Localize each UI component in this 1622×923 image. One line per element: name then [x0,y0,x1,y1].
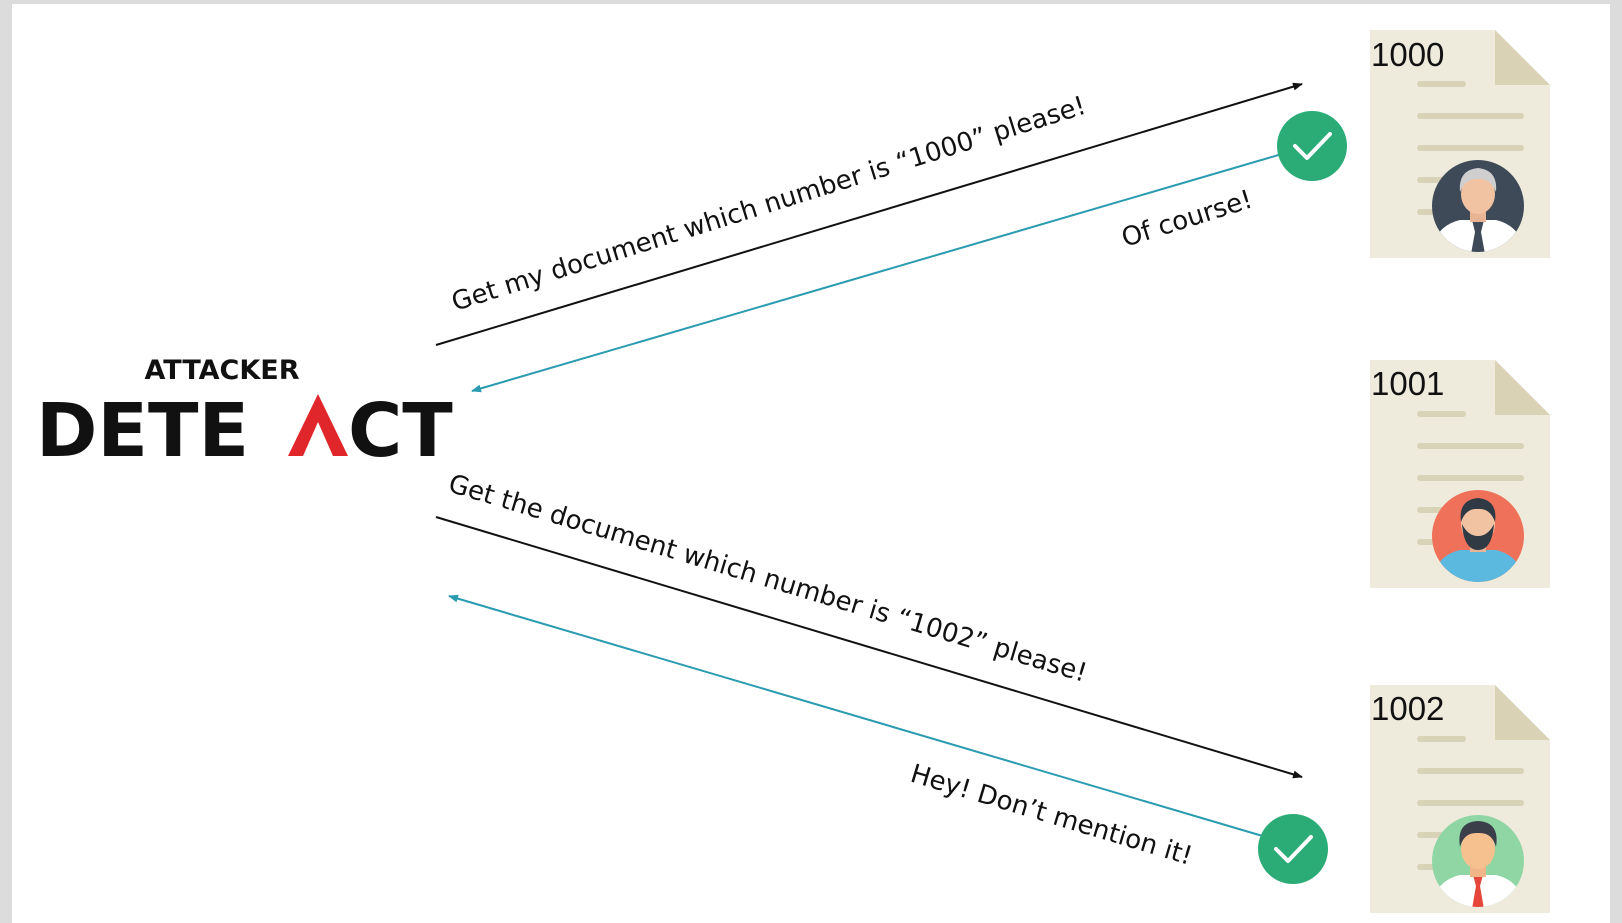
response-arrow-2 [448,594,1267,838]
avatar-bearded-man-icon [1432,490,1524,582]
document-1002: 1002 [1370,685,1550,913]
diagram-canvas: ATTACKER DETE CT Get my document which n… [12,4,1610,923]
attacker-logo: ATTACKER DETE CT [36,355,453,474]
brand-a-logo-icon [288,394,348,456]
response-arrow-1 [471,153,1283,393]
attacker-label: ATTACKER [144,355,299,386]
document-number: 1001 [1371,365,1444,402]
request-arrow-2 [435,516,1303,779]
document-1000: 1000 [1370,30,1550,258]
request-arrow-1 [435,82,1303,346]
check-circle-icon [1258,814,1328,884]
request-label-1: Get my document which number is “1000” p… [448,91,1089,318]
document-1001: 1001 [1370,360,1550,588]
document-number: 1002 [1371,690,1444,727]
document-number: 1000 [1371,36,1444,73]
request-label-2: Get the document which number is “1002” … [445,469,1090,689]
brand-part2: CT [348,388,453,474]
check-circle-icon [1277,111,1347,181]
brand-part1: DETE [36,388,249,474]
response-label-2: Hey! Don’t mention it! [907,759,1196,872]
